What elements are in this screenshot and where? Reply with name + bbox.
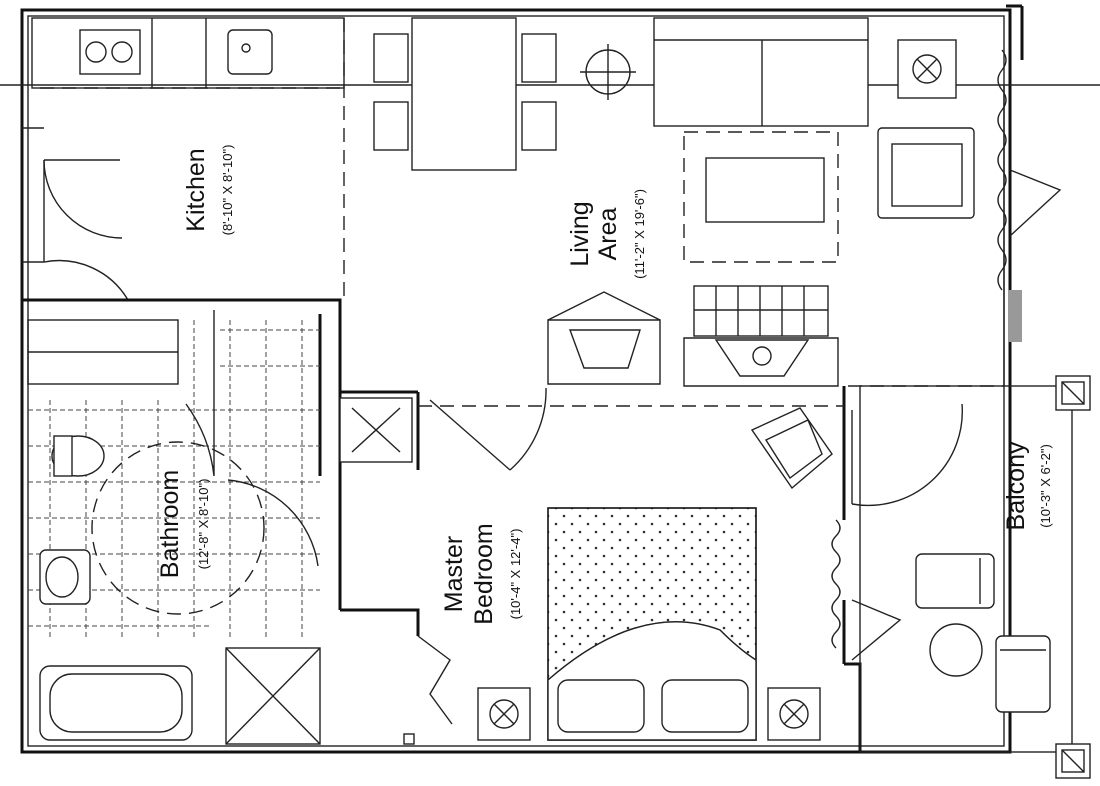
bathroom-door — [185, 310, 215, 477]
bathroom-name: Bathroom — [156, 470, 184, 578]
turning-circle — [91, 441, 265, 615]
sofa — [653, 17, 869, 127]
area-rug — [683, 131, 839, 263]
pillow-right — [661, 679, 749, 733]
bathtub — [39, 665, 193, 741]
balcony-label: Balcony (10'-3" X 6'-2") — [1002, 441, 1053, 530]
balcony-chair-1 — [915, 553, 995, 609]
balcony-dims: (10'-3" X 6'-2") — [1038, 444, 1053, 528]
kitchen-dims: (8'-10" X 8'-10") — [220, 145, 235, 236]
living-furniture — [547, 17, 975, 387]
bedroom-door — [429, 387, 547, 471]
balcony-chair-2 — [995, 635, 1051, 713]
balcony-table — [929, 623, 983, 677]
living-label: Living Area (11'-2" X 19'-6") — [566, 189, 647, 279]
bathroom-dims: (12'-8" X 8'-10") — [196, 479, 211, 570]
master-dims: (10'-4" X 12'-4") — [508, 529, 523, 620]
armchair — [877, 127, 975, 219]
closet-door — [417, 635, 453, 725]
balcony-door — [851, 403, 963, 507]
curtain-bedroom — [831, 519, 841, 649]
fireplace — [714, 339, 810, 377]
kitchen-label: Kitchen (8'-10" X 8'-10") — [182, 145, 235, 236]
master-name-line1: Master — [440, 536, 468, 612]
kitchen-sink — [227, 29, 273, 75]
dining-table — [411, 17, 517, 171]
bathroom-area — [27, 310, 321, 745]
balcony-area — [859, 375, 1091, 779]
master-label: Master Bedroom (10'-4" X 12'-4") — [440, 523, 523, 624]
living-name-line1: Living — [566, 201, 594, 266]
cooktop — [79, 29, 141, 75]
bathroom-sink — [39, 549, 91, 605]
bathroom-label: Bathroom (12'-8" X 8'-10") — [156, 470, 211, 578]
living-dims: (11'-2" X 19'-6") — [632, 189, 647, 279]
pillow-left — [557, 679, 645, 733]
living-name-line2: Area — [594, 208, 622, 261]
kitchen-name: Kitchen — [182, 148, 210, 231]
master-name-line2: Bedroom — [470, 523, 498, 624]
bedroom-furniture — [403, 403, 963, 745]
dining-set — [373, 17, 636, 171]
coffee-table — [705, 157, 825, 223]
tv-cabinet — [547, 319, 661, 385]
curtain-right — [997, 49, 1062, 342]
balcony-name: Balcony — [1002, 441, 1030, 530]
interior-walls — [22, 86, 1005, 752]
fireplace-hearth — [693, 285, 829, 337]
kitchen-area — [22, 17, 345, 301]
